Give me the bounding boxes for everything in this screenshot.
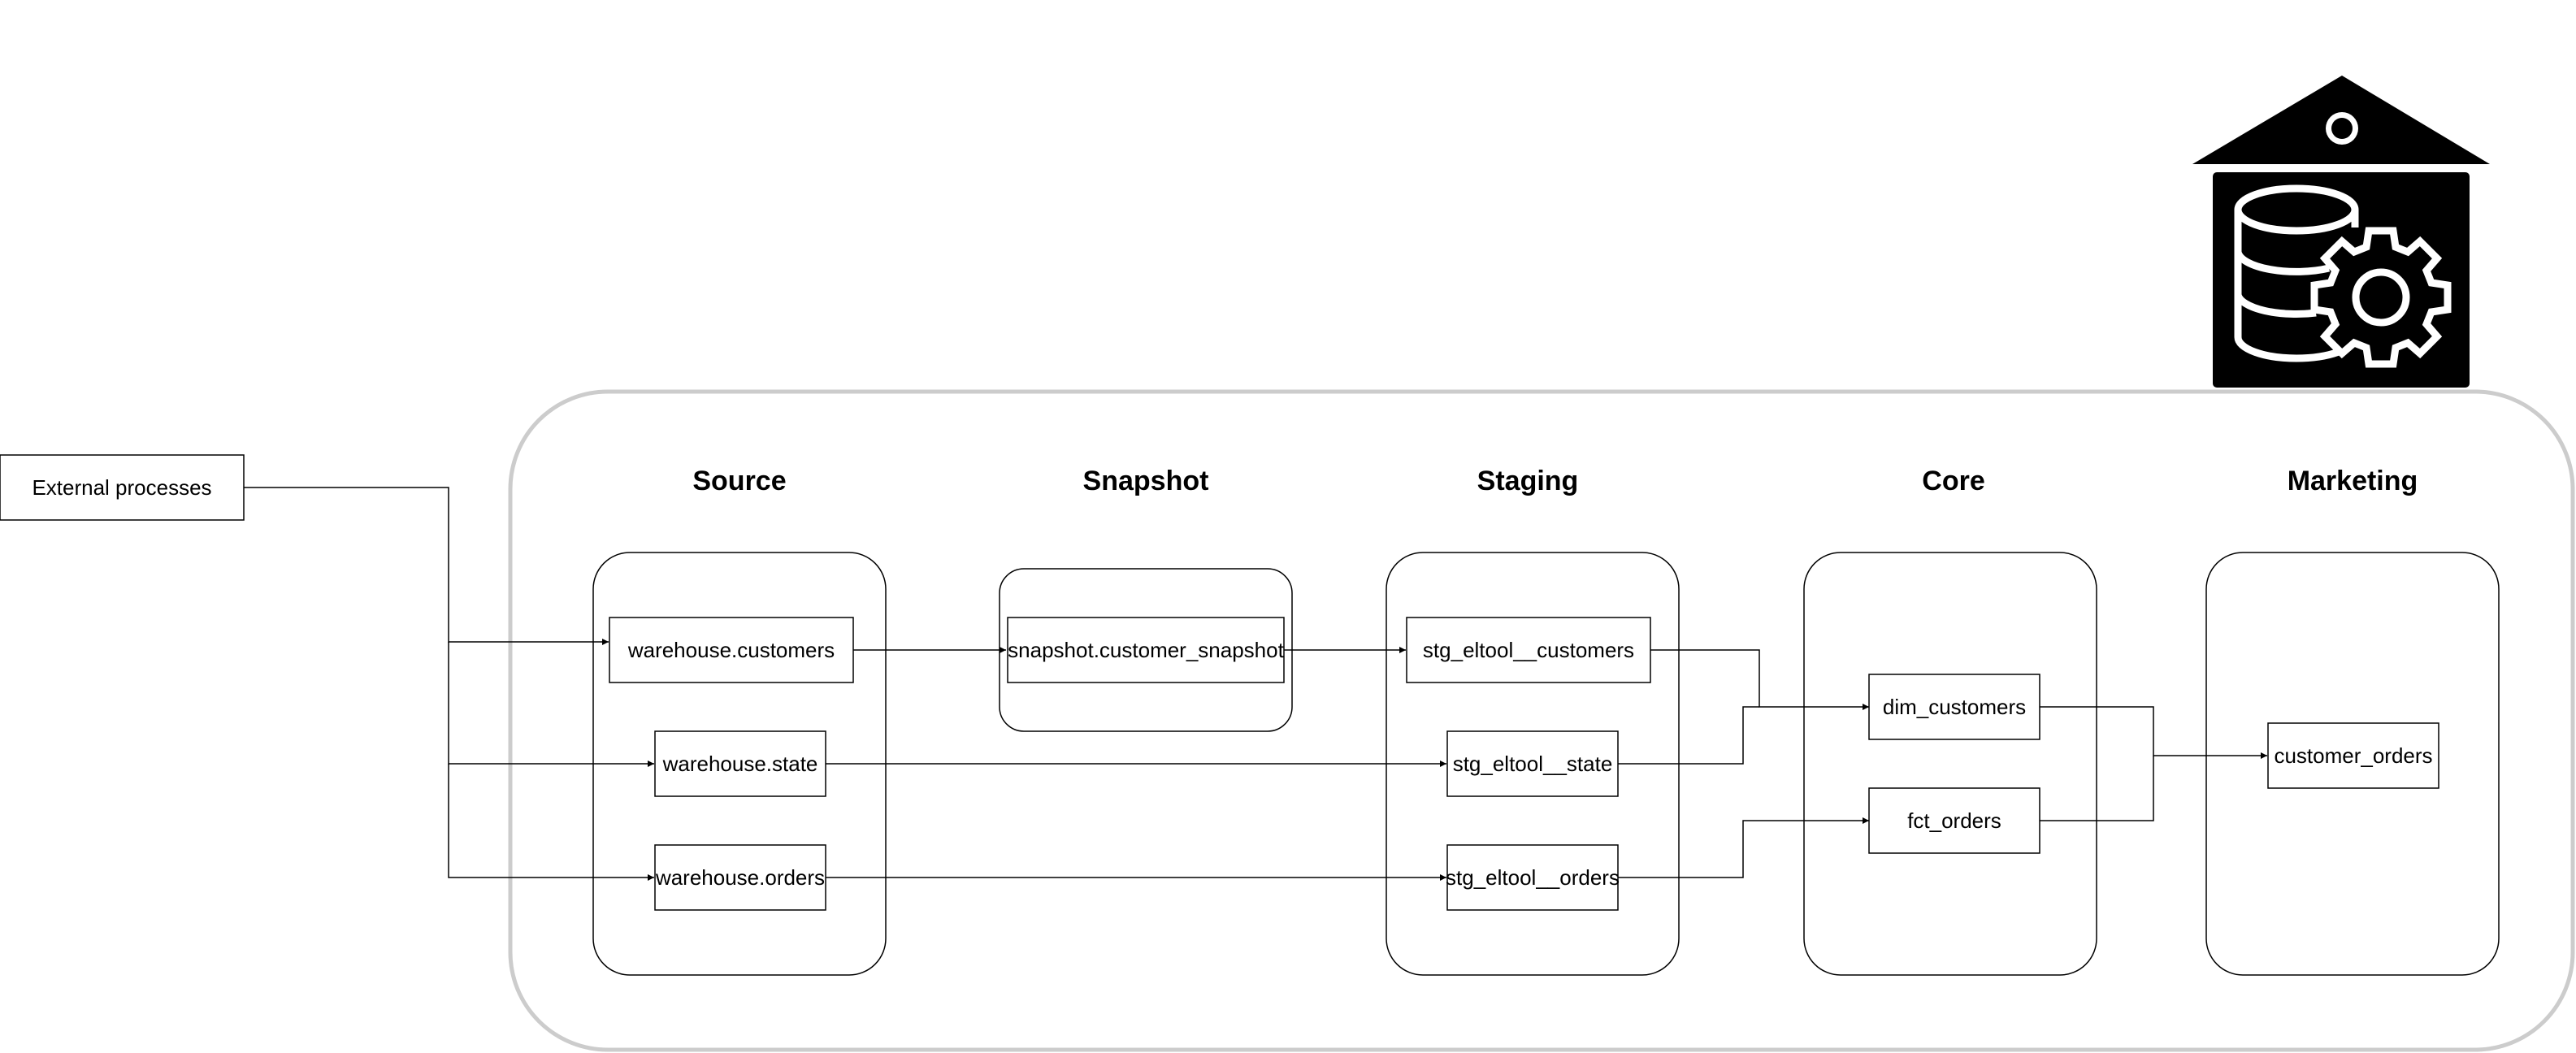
column-title-core: Core [1922, 466, 1984, 496]
node-fct-orders[interactable]: fct_orders [1868, 787, 2040, 854]
core-group [1803, 552, 2097, 976]
node-label: warehouse.customers [627, 638, 835, 662]
edge-stg-orders-fct [1617, 817, 1869, 878]
data-warehouse-gear-icon [2192, 76, 2490, 388]
node-label: External processes [32, 475, 211, 500]
node-external-processes[interactable]: External processes [0, 454, 245, 521]
column-title-snapshot: Snapshot [1083, 466, 1209, 496]
node-dim-customers[interactable]: dim_customers [1868, 674, 2040, 740]
edge-dim-customer-orders [2040, 706, 2267, 759]
column-title-source: Source [692, 466, 786, 496]
node-label: fct_orders [1907, 808, 2001, 833]
node-label: warehouse.orders [655, 865, 825, 890]
node-label: stg_eltool__state [1453, 752, 1613, 776]
node-warehouse-customers[interactable]: warehouse.customers [609, 617, 854, 683]
column-title-staging: Staging [1477, 466, 1579, 496]
node-label: dim_customers [1883, 695, 2026, 719]
node-warehouse-state[interactable]: warehouse.state [654, 730, 826, 797]
node-stg-state[interactable]: stg_eltool__state [1446, 730, 1619, 797]
node-label: stg_eltool__customers [1423, 638, 1634, 662]
node-snapshot-customer-snapshot[interactable]: snapshot.customer_snapshot [1007, 617, 1285, 683]
node-stg-orders[interactable]: stg_eltool__orders [1446, 844, 1620, 911]
edge-stg-state-dim [1617, 706, 1759, 765]
node-warehouse-orders[interactable]: warehouse.orders [654, 844, 826, 911]
node-customer-orders[interactable]: customer_orders [2267, 722, 2439, 789]
connectors [244, 487, 2267, 881]
edge-fct-customer-orders [2040, 756, 2154, 821]
node-label: warehouse.state [662, 752, 818, 776]
edge-stg-customers-dim [1650, 649, 1869, 710]
node-label: stg_eltool__orders [1446, 865, 1620, 890]
node-label: customer_orders [2274, 743, 2432, 768]
edge-external-orders [448, 764, 654, 881]
column-title-marketing: Marketing [2288, 466, 2418, 496]
node-stg-customers[interactable]: stg_eltool__customers [1406, 617, 1651, 683]
edge-external-customers [244, 487, 609, 645]
node-label: snapshot.customer_snapshot [1008, 638, 1284, 662]
